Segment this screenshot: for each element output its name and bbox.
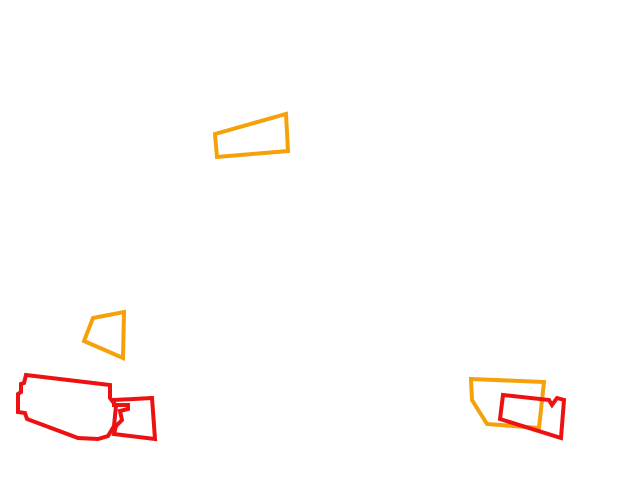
orange-quad-top	[212, 111, 291, 160]
orange-quad-left	[81, 309, 127, 362]
red-outline-bottom-left-small	[111, 395, 158, 442]
red-outline-bottom-left-large	[16, 372, 119, 442]
orange-outline-bottom-right	[468, 376, 547, 431]
red-outline-bottom-right	[497, 392, 567, 441]
